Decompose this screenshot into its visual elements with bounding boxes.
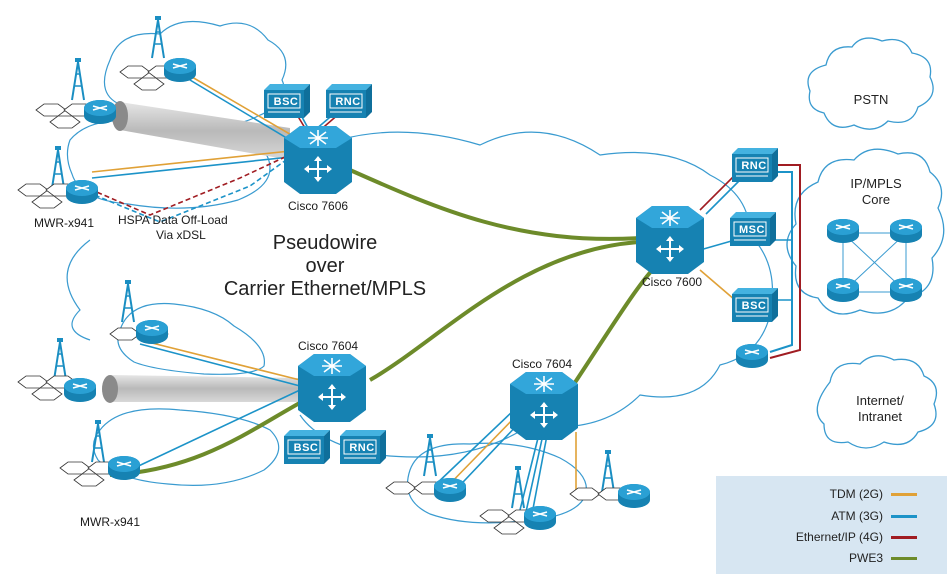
legend-atm-line xyxy=(891,514,917,518)
legend-row-ethernet: Ethernet/IP (4G) xyxy=(796,527,947,547)
pstn-label: PSTN xyxy=(853,92,889,107)
legend-pwe3-line xyxy=(891,556,917,560)
core-label-line2: Core xyxy=(861,191,891,207)
cisco-7604-bottom-label: Cisco 7604 xyxy=(512,357,573,371)
hspa-offload-label: HSPA Data Off-Load xyxy=(118,213,228,227)
legend-tdm-line xyxy=(891,492,917,496)
bsc-label-right: BSC xyxy=(741,300,767,312)
legend-row-pwe3: PWE3 xyxy=(849,548,947,568)
legend-tdm-label: TDM (2G) xyxy=(829,487,883,501)
cisco-7600-label: Cisco 7600 xyxy=(642,275,703,289)
internet-label-line1: Internet/ xyxy=(856,393,904,408)
legend-ethernet-line xyxy=(891,535,917,539)
pseudowire-title: Pseudowire over Carrier Ethernet/MPLS xyxy=(200,232,450,301)
msc-label: MSC xyxy=(739,224,765,236)
core-label-line1: IP/MPLS xyxy=(850,176,902,191)
legend-ethernet-label: Ethernet/IP (4G) xyxy=(795,530,883,544)
bsc-label-top-left: BSC xyxy=(273,96,299,108)
legend-row-atm: ATM (3G) xyxy=(831,506,947,526)
legend-row-tdm: TDM (2G) xyxy=(830,484,947,504)
pseudowire-line: Pseudowire xyxy=(272,232,378,254)
cisco-7606-label: Cisco 7606 xyxy=(288,199,349,213)
core-label: IP/MPLS Core xyxy=(836,176,916,207)
rnc-label-right: RNC xyxy=(741,160,767,172)
bsc-label-bottom: BSC xyxy=(293,442,319,454)
legend-pwe3-label: PWE3 xyxy=(848,551,883,565)
rnc-label-top: RNC xyxy=(335,96,361,108)
mwr-top-label: MWR-x941 xyxy=(34,216,95,230)
internet-label: Internet/ Intranet xyxy=(840,393,920,424)
mwr-bottom-label: MWR-x941 xyxy=(80,515,141,529)
cisco-7604-left-label: Cisco 7604 xyxy=(298,339,359,353)
internet-label-line2: Intranet xyxy=(857,408,903,424)
hspa-xdsl-label: Via xDSL xyxy=(156,228,206,242)
legend-atm-label: ATM (3G) xyxy=(831,509,883,523)
rnc-label-bottom: RNC xyxy=(349,442,375,454)
legend: TDM (2G) ATM (3G) Ethernet/IP (4G) PWE3 xyxy=(716,476,947,574)
over-line: over xyxy=(305,255,345,277)
carrier-ethernet-line: Carrier Ethernet/MPLS xyxy=(223,278,427,300)
